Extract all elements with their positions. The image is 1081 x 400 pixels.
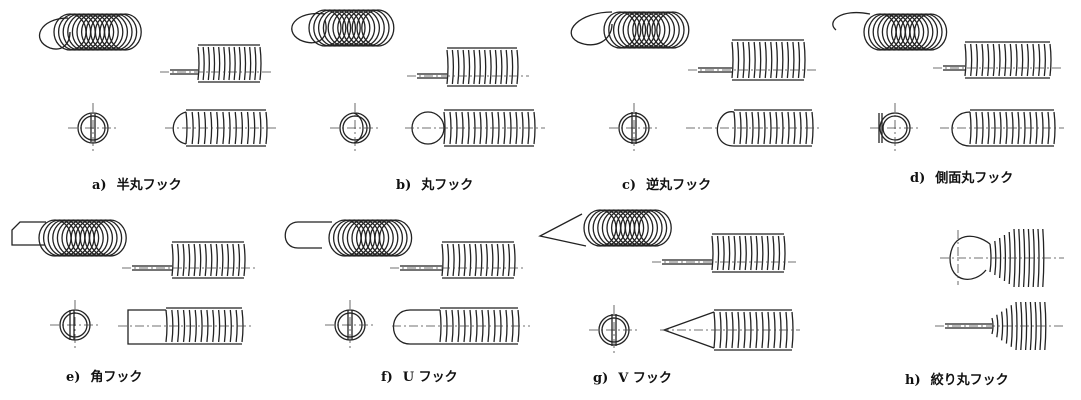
figure-a-half-round-hook xyxy=(38,13,278,153)
figure-f-u-hook xyxy=(284,219,530,350)
caption-e: e)角フック xyxy=(66,370,143,385)
figure-e-square-hook xyxy=(11,219,256,350)
caption-d: d)側面丸フック xyxy=(910,171,1014,186)
caption-c: c)逆丸フック xyxy=(622,178,712,193)
figure-g-v-hook xyxy=(538,209,800,355)
caption-b: b)丸フック xyxy=(396,178,474,193)
figure-d-side-round-hook xyxy=(832,11,1064,153)
caption-f: f)U フック xyxy=(381,370,458,385)
figure-c-reverse-round-hook xyxy=(570,11,822,153)
caption-g: g)V フック xyxy=(593,371,672,386)
caption-a: a)半丸フック xyxy=(92,178,182,193)
figure-b-round-hook xyxy=(291,9,545,153)
figure-h-reduced-round-hook xyxy=(935,228,1064,351)
caption-h: h)絞り丸フック xyxy=(905,373,1009,388)
